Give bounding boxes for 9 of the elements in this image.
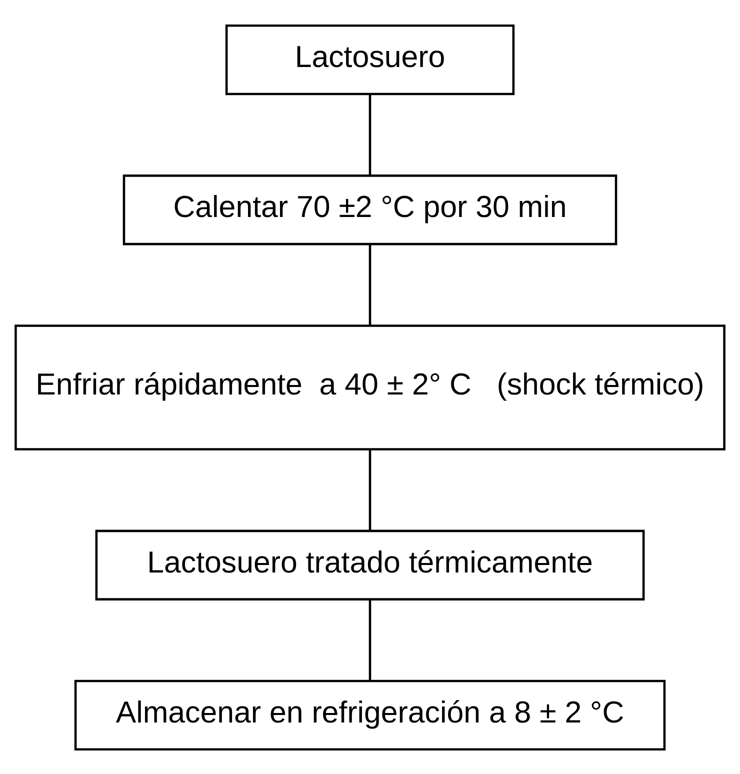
- node-box: Lactosuero tratado térmicamente: [95, 529, 645, 600]
- connector: [368, 599, 372, 680]
- connector: [368, 94, 372, 176]
- connector: [368, 449, 372, 530]
- node-box: Almacenar en refrigeración a 8 ± 2 °C: [74, 679, 666, 750]
- node-box: Enfriar rápidamente a 40 ± 2° C (shock térmico): [14, 324, 726, 450]
- connector: [368, 244, 372, 326]
- node-box: Calentar 70 ±2 °C por 30 min: [122, 174, 618, 245]
- node-box: Lactosuero: [225, 24, 515, 95]
